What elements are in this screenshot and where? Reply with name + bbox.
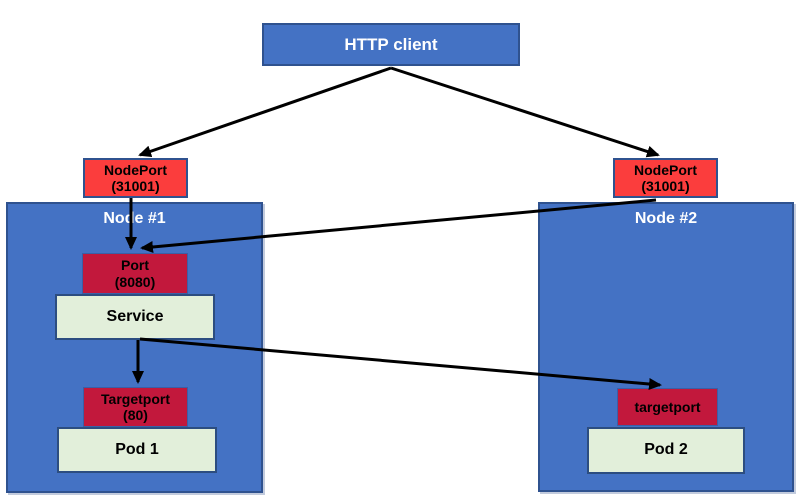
nodeport-left-port: (31001) (111, 178, 160, 194)
arrow-client-to-nodeport-right (390, 66, 660, 158)
http-client-label: HTTP client (344, 34, 438, 54)
http-client-box: HTTP client (262, 23, 520, 66)
nodeport-left-box: NodePort (31001) (83, 158, 188, 198)
targetport-left-port: (80) (123, 407, 148, 423)
node2-label: Node #2 (634, 210, 698, 227)
nodeport-left-title: NodePort (104, 161, 167, 178)
pod2-box: Pod 2 (587, 427, 745, 474)
targetport-left-box: Targetport (80) (83, 387, 188, 427)
nodeport-right-box: NodePort (31001) (613, 158, 718, 198)
arrow-client-to-nodeport-left (138, 66, 392, 158)
service-box: Service (55, 294, 215, 340)
targetport-left-title: Targetport (101, 390, 170, 407)
port-title: Port (121, 257, 149, 274)
node1-label: Node #1 (103, 210, 166, 227)
targetport-right-label: targetport (634, 398, 701, 415)
nodeport-right-title: NodePort (634, 161, 697, 178)
port-number: (8080) (114, 273, 156, 290)
nodeport-right-port: (31001) (641, 178, 690, 194)
pod1-box: Pod 1 (57, 427, 217, 473)
service-label: Service (106, 307, 164, 325)
targetport-right-box: targetport (617, 388, 718, 426)
pod2-label: Pod 2 (644, 441, 688, 459)
pod1-label: Pod 1 (115, 440, 159, 458)
port-box: Port (8080) (82, 253, 188, 294)
